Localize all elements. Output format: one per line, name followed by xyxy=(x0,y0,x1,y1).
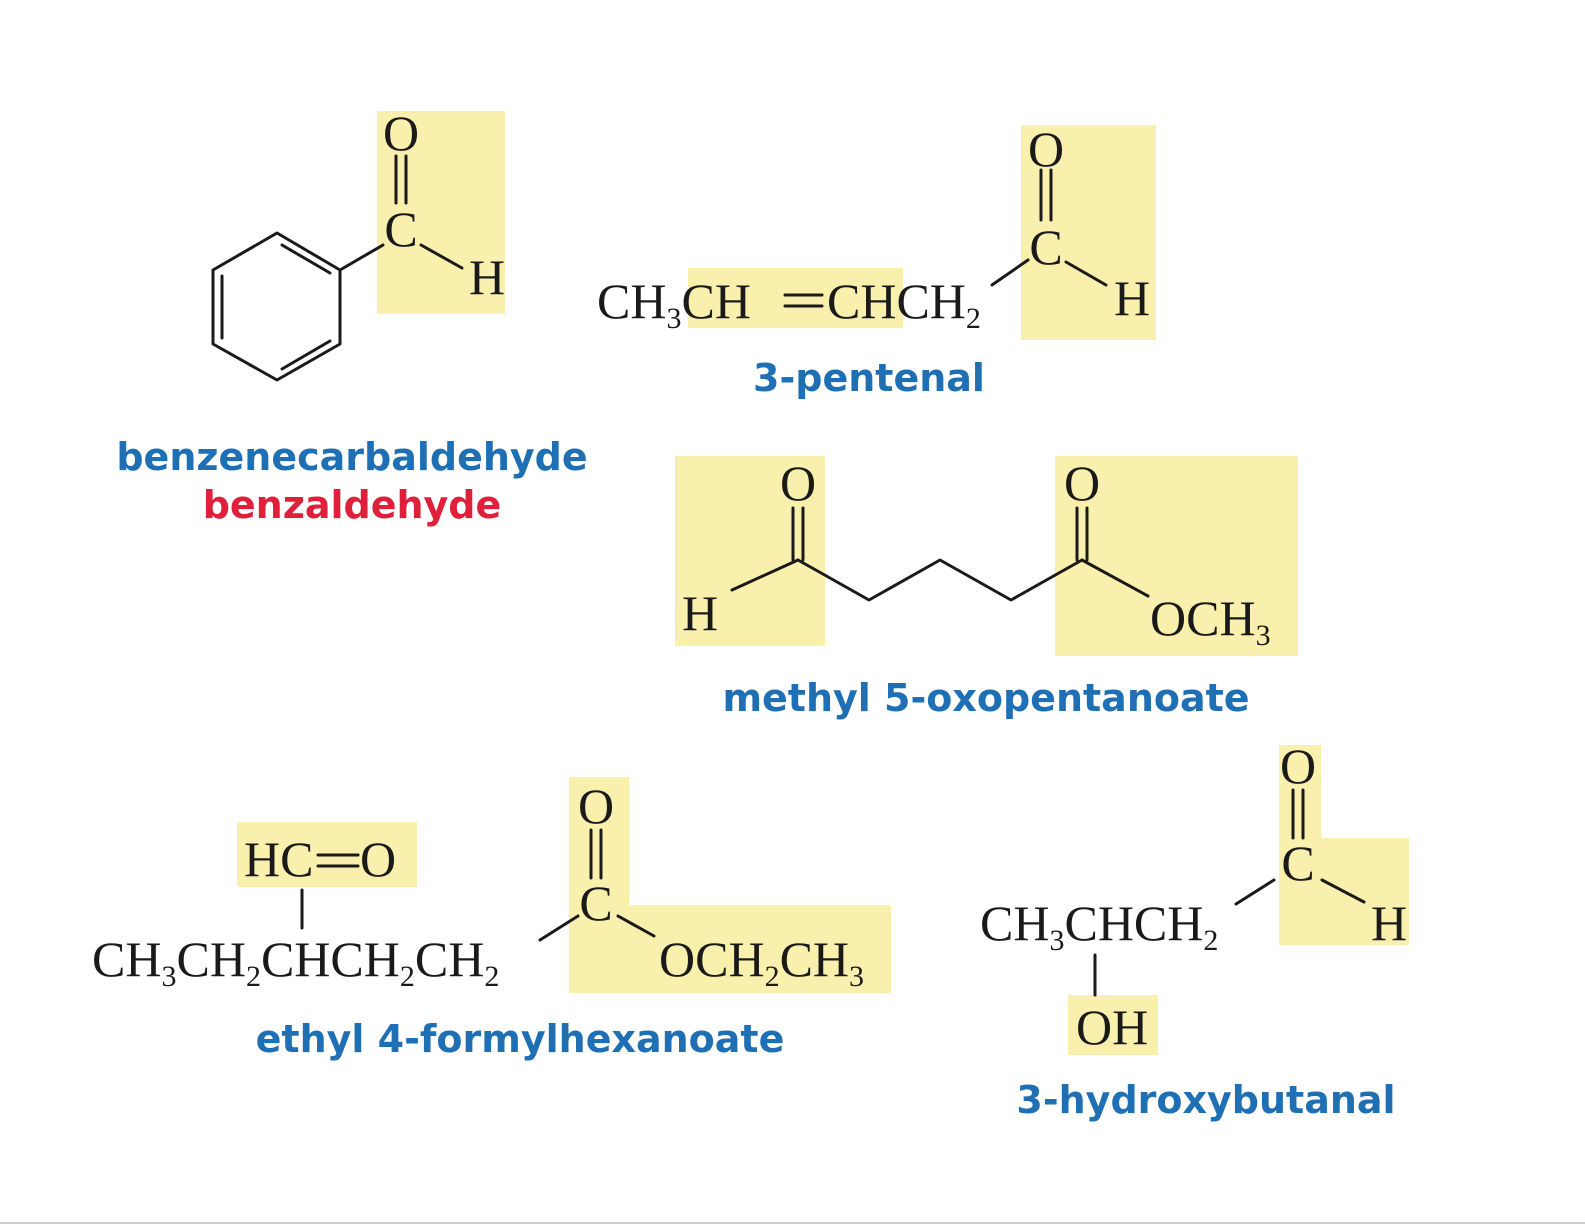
oxopentanoate-name: methyl 5-oxopentanoate xyxy=(722,676,1249,720)
svg-text:CHCH2: CHCH2 xyxy=(827,273,981,335)
ester-och2ch3: OCH xyxy=(659,931,765,987)
chain-chch2: CHCH xyxy=(1064,895,1203,951)
hydroxybutanal-structure: CH3CHCH2 OH O C H xyxy=(980,738,1409,1055)
atom-o: O xyxy=(578,778,614,834)
chain-ch3: CH xyxy=(597,273,666,329)
atom-o: O xyxy=(780,455,816,511)
formyl-hc: HC xyxy=(244,831,313,887)
chain-ch3: CH xyxy=(980,895,1049,951)
atom-o: O xyxy=(383,105,419,161)
benzene-ring xyxy=(213,233,340,380)
atom-c: C xyxy=(579,875,612,931)
atom-o: O xyxy=(360,831,396,887)
benzaldehyde-iupac-name: benzenecarbaldehyde xyxy=(116,435,587,479)
svg-text:OCH2CH3: OCH2CH3 xyxy=(659,931,864,993)
svg-text:CH3CH2CHCH2CH2: CH3CH2CHCH2CH2 xyxy=(92,931,499,993)
hydroxyl-oh: OH xyxy=(1076,999,1148,1055)
chain-ch: CH xyxy=(681,273,750,329)
atom-o: O xyxy=(1028,121,1064,177)
benzaldehyde-structure: O C H xyxy=(213,105,505,380)
atom-h: H xyxy=(682,585,718,641)
carbon-chain xyxy=(798,560,1082,600)
atom-o: O xyxy=(1280,738,1316,794)
atom-h: H xyxy=(469,249,505,305)
oxopentanoate-structure: O H O OCH3 xyxy=(675,455,1298,656)
atom-c: C xyxy=(1029,219,1062,275)
atom-c: C xyxy=(1281,835,1314,891)
ester-och3: OCH xyxy=(1150,590,1256,646)
svg-text:OCH3: OCH3 xyxy=(1150,590,1271,652)
chain-chch2: CHCH xyxy=(261,931,400,987)
benzaldehyde-common-name: benzaldehyde xyxy=(203,483,502,527)
atom-h: H xyxy=(1371,895,1407,951)
svg-text:CH3CHCH2: CH3CHCH2 xyxy=(980,895,1218,957)
chain-ch3: CH xyxy=(92,931,161,987)
formylhexanoate-structure: HC O CH3CH2CHCH2CH2 O C OCH2CH3 xyxy=(92,777,891,993)
atom-o: O xyxy=(1064,455,1100,511)
pentenal-structure: CH3CH CHCH2 O C H xyxy=(597,121,1156,340)
atom-c: C xyxy=(384,201,417,257)
pentenal-name: 3-pentenal xyxy=(753,356,985,400)
hydroxybutanal-name: 3-hydroxybutanal xyxy=(1016,1078,1395,1122)
svg-text:CH3CH: CH3CH xyxy=(597,273,751,335)
formylhexanoate-name: ethyl 4-formylhexanoate xyxy=(256,1017,785,1061)
chain-chch2: CHCH xyxy=(827,273,966,329)
atom-h: H xyxy=(1114,270,1150,326)
